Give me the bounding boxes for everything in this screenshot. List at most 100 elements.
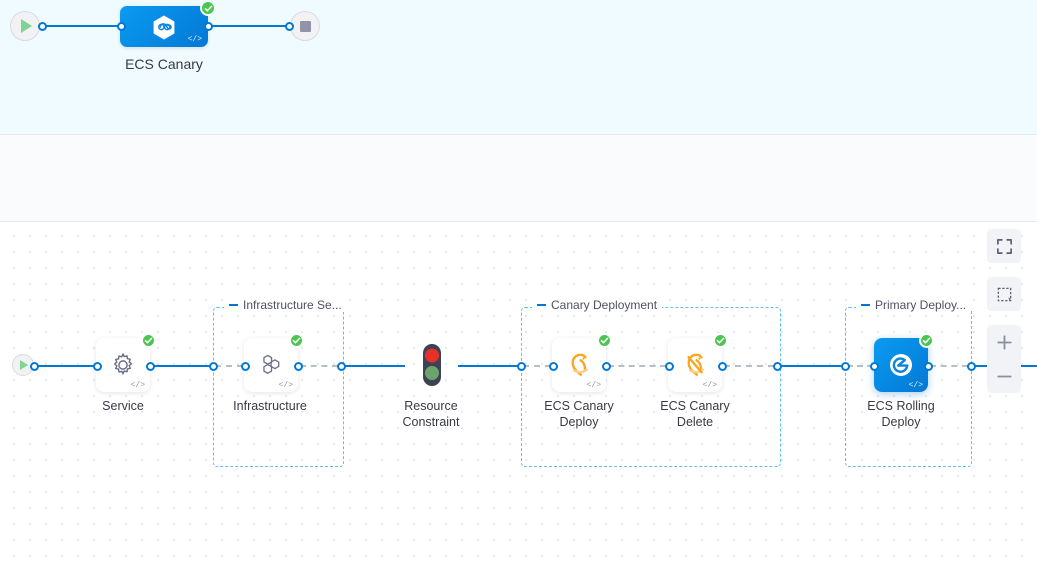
zoom-control[interactable] bbox=[987, 325, 1021, 393]
connector-start-service bbox=[34, 365, 96, 367]
group-label-text: Canary Deployment bbox=[551, 298, 658, 312]
step-ecs-canary-deploy-label: ECS Canary Deploy bbox=[544, 399, 614, 429]
group-label-text: Infrastructure Se... bbox=[243, 298, 342, 312]
step-infrastructure-label: Infrastructure bbox=[233, 399, 307, 413]
step-canary-delete-out-port[interactable] bbox=[718, 362, 727, 371]
traffic-light-icon bbox=[423, 344, 441, 386]
fullscreen-icon bbox=[996, 238, 1012, 254]
pipeline-node-status-badge bbox=[200, 0, 216, 16]
connector-dashed-canary-out bbox=[724, 365, 774, 367]
play-icon bbox=[20, 360, 28, 370]
step-canary-deploy-out-port[interactable] bbox=[602, 362, 611, 371]
select-area-button[interactable] bbox=[987, 277, 1021, 311]
connector-infra-resource bbox=[343, 365, 405, 367]
pipeline-overview-canvas: </> ECS Canary bbox=[0, 0, 1037, 134]
pipeline-end-port[interactable] bbox=[285, 22, 294, 31]
gear-icon bbox=[113, 353, 133, 375]
zoom-in-button[interactable] bbox=[987, 325, 1021, 359]
step-canary-deploy-status bbox=[597, 333, 612, 348]
group-primary-entry-port[interactable] bbox=[841, 362, 850, 371]
connector-resource-canary bbox=[458, 365, 520, 367]
step-ecs-canary-delete-label: ECS Canary Delete bbox=[660, 399, 730, 429]
code-badge-icon: </> bbox=[187, 35, 202, 44]
step-infrastructure[interactable]: </> bbox=[244, 338, 298, 392]
play-icon bbox=[21, 19, 32, 33]
connector-dashed-primary-in bbox=[847, 365, 873, 367]
connector-dashed-infra-out bbox=[300, 365, 338, 367]
canary-bird-delete-icon bbox=[687, 353, 704, 376]
check-icon bbox=[600, 337, 609, 344]
select-area-control[interactable] bbox=[987, 277, 1021, 311]
group-canary-deployment[interactable]: Canary Deployment bbox=[521, 298, 781, 467]
pipeline-start-node[interactable] bbox=[10, 11, 40, 41]
group-label-infrastructure[interactable]: Infrastructure Se... bbox=[224, 298, 347, 312]
step-canary-delete-status bbox=[713, 333, 728, 348]
step-service-out-port[interactable] bbox=[146, 362, 155, 371]
step-ecs-rolling-deploy-label: ECS Rolling Deploy bbox=[867, 399, 935, 429]
code-badge-icon: </> bbox=[586, 381, 601, 390]
dashed-square-icon bbox=[997, 287, 1011, 301]
group-label-primary[interactable]: Primary Deploy... bbox=[856, 298, 972, 312]
fullscreen-button[interactable] bbox=[987, 229, 1021, 263]
step-infrastructure-status bbox=[289, 333, 304, 348]
step-service-in-port[interactable] bbox=[93, 362, 102, 371]
step-ecs-canary-delete[interactable]: </> bbox=[668, 338, 722, 392]
connector-service-group bbox=[152, 365, 214, 367]
ecs-e-icon bbox=[890, 354, 912, 376]
graph-start-port[interactable] bbox=[30, 362, 39, 371]
pipeline-node-label: ECS Canary bbox=[125, 56, 203, 72]
hexagon-cluster-icon bbox=[263, 354, 280, 374]
minus-icon bbox=[996, 375, 1012, 377]
code-badge-icon: </> bbox=[908, 381, 923, 390]
group-infra-exit-port[interactable] bbox=[337, 362, 346, 371]
pipeline-start-port[interactable] bbox=[38, 22, 47, 31]
check-icon bbox=[204, 5, 212, 11]
group-infrastructure-setup[interactable]: Infrastructure Se... bbox=[213, 298, 347, 467]
collapse-dash-icon[interactable] bbox=[861, 304, 870, 306]
connector-dashed-deploy-delete bbox=[608, 365, 666, 367]
graph-start-node[interactable] bbox=[12, 354, 34, 376]
pipeline-node-in-port[interactable] bbox=[117, 22, 126, 31]
group-infra-entry-port[interactable] bbox=[209, 362, 218, 371]
step-resource-constraint[interactable] bbox=[418, 342, 446, 395]
step-infrastructure-in-port[interactable] bbox=[241, 362, 250, 371]
pipeline-end-node[interactable] bbox=[290, 11, 320, 41]
check-icon bbox=[144, 337, 153, 344]
connector-dashed-canary-in bbox=[523, 365, 551, 367]
step-service[interactable]: </> bbox=[96, 338, 150, 392]
step-infrastructure-out-port[interactable] bbox=[294, 362, 303, 371]
step-ecs-rolling-deploy[interactable]: </> bbox=[874, 338, 928, 392]
zoom-out-button[interactable] bbox=[987, 359, 1021, 393]
step-canary-delete-in-port[interactable] bbox=[665, 362, 674, 371]
group-primary-exit-port[interactable] bbox=[967, 362, 976, 371]
collapse-dash-icon[interactable] bbox=[537, 304, 546, 306]
harness-infinity-icon bbox=[153, 15, 175, 39]
step-rolling-deploy-in-port[interactable] bbox=[870, 362, 879, 371]
check-icon bbox=[922, 337, 931, 344]
collapse-dash-icon[interactable] bbox=[229, 304, 238, 306]
pipeline-node-out-port[interactable] bbox=[204, 22, 213, 31]
step-rolling-deploy-status bbox=[919, 333, 934, 348]
fullscreen-control[interactable] bbox=[987, 229, 1021, 263]
code-badge-icon: </> bbox=[130, 381, 145, 390]
group-label-canary[interactable]: Canary Deployment bbox=[532, 298, 663, 312]
canary-bird-icon bbox=[571, 353, 588, 376]
group-canary-entry-port[interactable] bbox=[517, 362, 526, 371]
step-ecs-canary-deploy[interactable]: </> bbox=[552, 338, 606, 392]
code-badge-icon: </> bbox=[702, 381, 717, 390]
plus-icon bbox=[996, 334, 1012, 350]
check-icon bbox=[716, 337, 725, 344]
connector-dashed-infra-in bbox=[215, 365, 243, 367]
step-canary-deploy-in-port[interactable] bbox=[549, 362, 558, 371]
step-service-label: Service bbox=[102, 399, 144, 413]
pipeline-node-ecs-canary[interactable]: </> bbox=[120, 6, 208, 47]
connector-dashed-primary-out bbox=[930, 365, 968, 367]
stop-icon bbox=[299, 20, 311, 32]
group-canary-exit-port[interactable] bbox=[773, 362, 782, 371]
step-rolling-deploy-out-port[interactable] bbox=[924, 362, 933, 371]
connector-start-to-node bbox=[42, 25, 120, 27]
execution-graph-canvas[interactable]: Infrastructure Se... Canary Deployment P… bbox=[0, 222, 1037, 563]
group-primary-deployment[interactable]: Primary Deploy... bbox=[845, 298, 972, 467]
check-icon bbox=[292, 337, 301, 344]
execution-detail-bar: ECS Canary Started at: 10/6/2022, 5:01:2… bbox=[0, 135, 1037, 337]
